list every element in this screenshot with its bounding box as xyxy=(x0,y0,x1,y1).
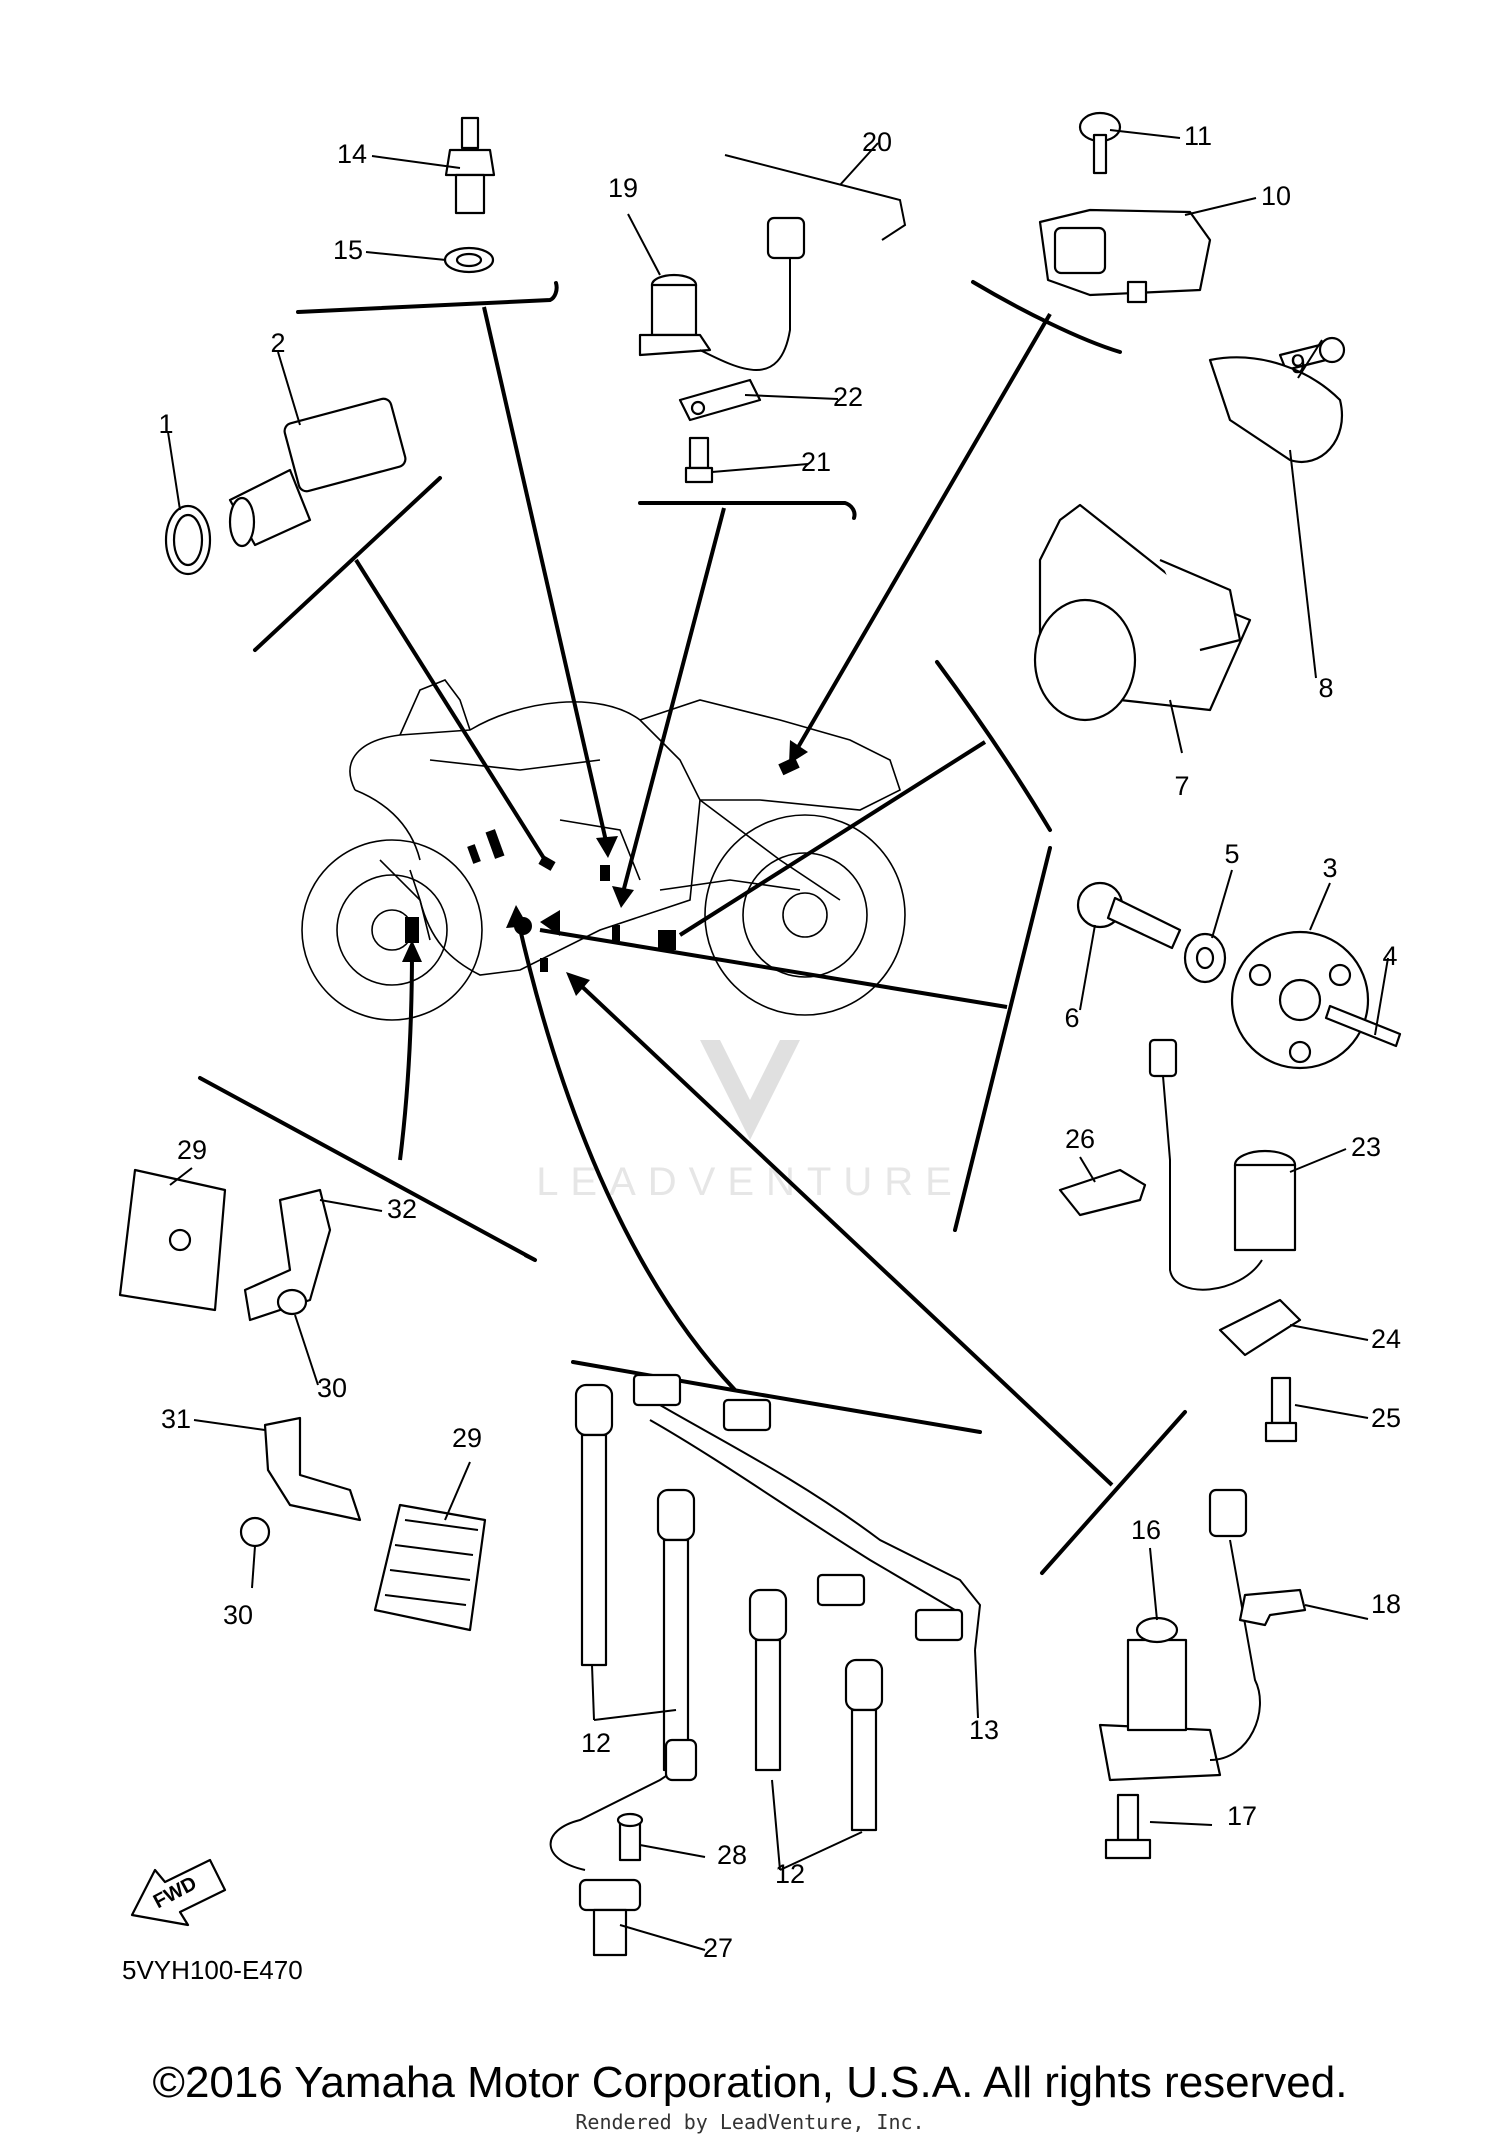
callout-12-right: 12 xyxy=(775,1859,805,1889)
callout-5: 5 xyxy=(1224,839,1239,869)
callout-11: 11 xyxy=(1184,121,1212,151)
copyright-notice: ©2016 Yamaha Motor Corporation, U.S.A. A… xyxy=(152,2058,1348,2107)
part-22-clamp xyxy=(678,378,762,422)
part-12-ignition-coils xyxy=(574,1373,964,1832)
callout-1: 1 xyxy=(158,409,173,439)
callout-15: 15 xyxy=(333,235,363,265)
part-18-clamp xyxy=(1238,1588,1307,1627)
part-32-bracket xyxy=(243,1188,332,1322)
callout-6: 6 xyxy=(1064,1003,1079,1033)
callout-8: 8 xyxy=(1318,673,1333,703)
part-30-nut-upper xyxy=(276,1288,308,1316)
part-31-bracket xyxy=(263,1416,362,1522)
callout-26: 26 xyxy=(1065,1124,1095,1154)
callout-29-upper: 29 xyxy=(177,1135,207,1165)
part-25-bolt xyxy=(1264,1376,1298,1443)
rendered-by-credit: Rendered by LeadVenture, Inc. xyxy=(575,2110,925,2134)
callout-32: 32 xyxy=(387,1194,417,1224)
part-1-gasket xyxy=(164,504,212,576)
callout-23: 23 xyxy=(1351,1132,1381,1162)
leader-arrows xyxy=(402,740,808,996)
callout-7: 7 xyxy=(1174,771,1189,801)
part-14-switch xyxy=(444,116,496,215)
part-30-nut-lower xyxy=(239,1516,271,1548)
part-26-clamp xyxy=(1058,1168,1147,1217)
part-24-clamp xyxy=(1218,1298,1302,1357)
part-6-bolt xyxy=(1076,881,1182,950)
fwd-arrow-icon: FWD xyxy=(130,1858,227,1927)
callout-2: 2 xyxy=(270,328,285,358)
callout-14: 14 xyxy=(337,139,367,169)
callout-10: 10 xyxy=(1261,181,1291,211)
leader-lines xyxy=(354,306,1114,1487)
part-17-bolt xyxy=(1104,1793,1152,1860)
callout-12-left: 12 xyxy=(581,1728,611,1758)
callout-leaders xyxy=(167,129,1389,1951)
part-29-reflector-upper xyxy=(118,1168,227,1312)
callout-20: 20 xyxy=(862,127,892,157)
part-8-cover xyxy=(1208,356,1343,463)
callout-27: 27 xyxy=(703,1933,733,1963)
callout-16: 16 xyxy=(1131,1515,1161,1545)
callout-4: 4 xyxy=(1382,941,1397,971)
callout-18: 18 xyxy=(1371,1589,1401,1619)
callout-25: 25 xyxy=(1371,1403,1401,1433)
part-29-reflector-lower xyxy=(373,1503,487,1632)
callout-21: 21 xyxy=(801,447,831,477)
part-3-pickup-rotor xyxy=(1230,930,1370,1070)
callout-29-lower: 29 xyxy=(452,1423,482,1453)
callouts: 14 15 20 19 22 21 11 10 1 2 9 8 7 5 3 4 … xyxy=(158,121,1401,1963)
callout-22: 22 xyxy=(833,382,863,412)
part-28-bolt xyxy=(616,1812,644,1862)
callout-31: 31 xyxy=(161,1404,191,1434)
watermark: LEADVENTURE xyxy=(536,1160,964,1204)
diagram-code: 5VYH100-E470 xyxy=(122,1955,303,1985)
part-20-wire xyxy=(724,154,907,241)
part-10-pressure-sensor xyxy=(1038,208,1212,304)
motorcycle-outline xyxy=(301,679,906,1021)
callout-17: 17 xyxy=(1227,1801,1257,1831)
part-11-screw xyxy=(1078,111,1122,175)
part-13-harness xyxy=(649,1404,982,1651)
callout-30-lower: 30 xyxy=(223,1600,253,1630)
callout-24: 24 xyxy=(1371,1324,1401,1354)
part-15-washer xyxy=(443,246,495,274)
part-19-sensor xyxy=(638,216,806,371)
callout-13: 13 xyxy=(969,1715,999,1745)
part-2-temp-sensor xyxy=(228,397,407,548)
location-markers xyxy=(405,756,800,972)
callout-28: 28 xyxy=(717,1840,747,1870)
callout-9: 9 xyxy=(1290,349,1305,379)
callout-30-upper: 30 xyxy=(317,1373,347,1403)
part-5-washer xyxy=(1183,932,1227,984)
part-27-sensor xyxy=(549,1738,698,1957)
callout-19: 19 xyxy=(608,173,638,203)
part-23-crank-sensor xyxy=(1148,1038,1297,1291)
part-7-actuator xyxy=(1033,503,1252,722)
part-16-sensor xyxy=(1098,1488,1261,1782)
part-21-bolt xyxy=(684,436,714,484)
leadventure-logo xyxy=(700,1040,800,1140)
callout-3: 3 xyxy=(1322,853,1337,883)
